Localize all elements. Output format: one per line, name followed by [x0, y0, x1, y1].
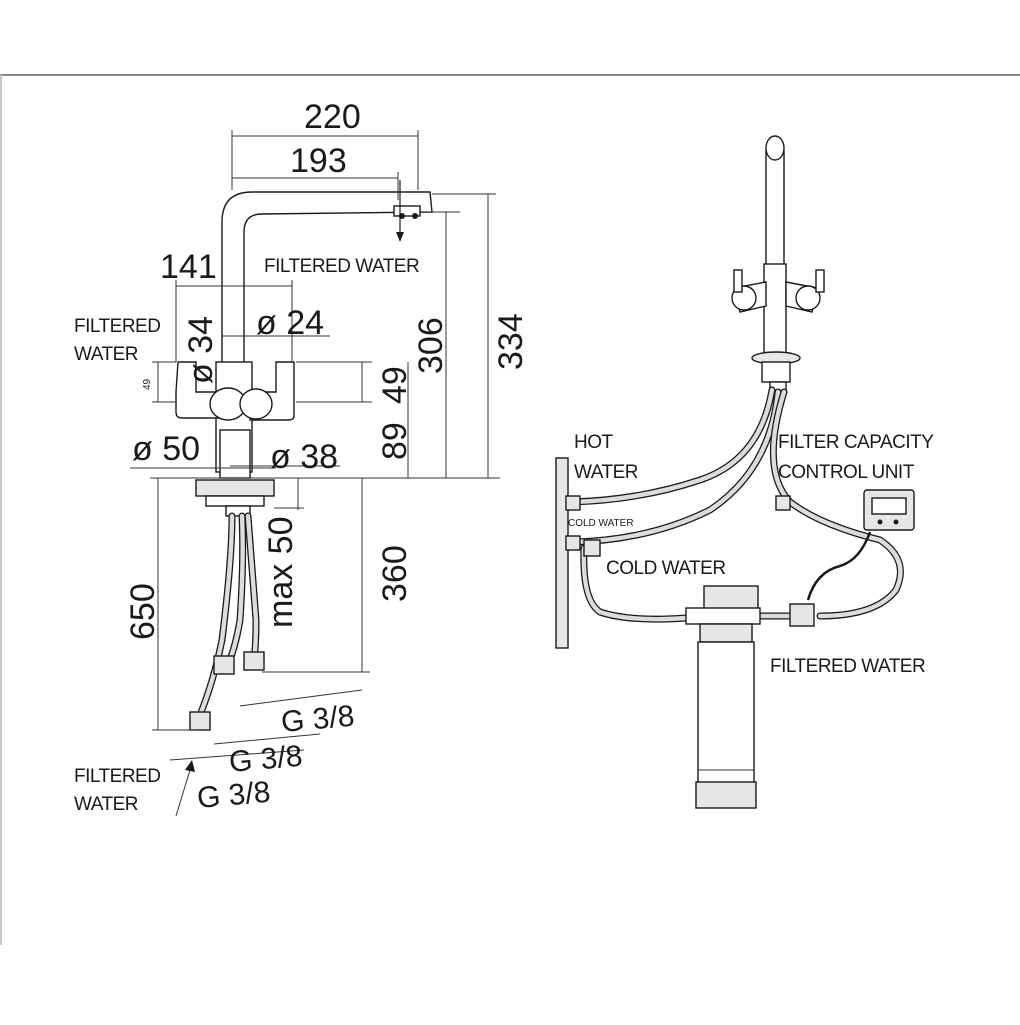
dim-diameter-50: ø 50 [132, 430, 200, 468]
connection-g38-2: G 3/8 [228, 740, 304, 779]
water-filter [685, 585, 761, 809]
hose-fittings [189, 651, 265, 731]
label-hot-water-2: WATER [574, 462, 638, 483]
dim-650: 650 [124, 583, 162, 640]
installation-schematic: HOT WATER COLD WATER COLD WATER FILTER C… [555, 135, 935, 809]
label-filter-capacity-2: CONTROL UNIT [778, 462, 915, 483]
control-unit [863, 489, 915, 531]
label-filtered-bottom-2: WATER [74, 794, 138, 815]
tap-elevation: 220 193 141 ø 24 ø 34 306 334 49 49 89 ø… [74, 98, 530, 817]
dim-141: 141 [160, 248, 217, 286]
schematic-tap [731, 135, 825, 395]
dim-193: 193 [290, 142, 347, 180]
connection-g38-1: G 3/8 [280, 700, 356, 739]
connection-g38-3: G 3/8 [196, 776, 272, 815]
page-border [0, 74, 1020, 945]
dim-diameter-34: ø 34 [182, 316, 220, 384]
label-filtered-side-1: FILTERED [74, 316, 160, 337]
label-filter-capacity-1: FILTER CAPACITY [778, 432, 934, 453]
spout-tip [393, 205, 421, 217]
label-filtered-water-spout: FILTERED WATER [264, 256, 419, 277]
schematic-hoses [568, 386, 904, 623]
dim-diameter-38: ø 38 [270, 438, 338, 476]
dim-360: 360 [376, 545, 414, 602]
dim-89: 89 [376, 422, 414, 460]
base-plate [195, 479, 275, 497]
dim-334: 334 [492, 313, 530, 370]
tap-hoses [196, 512, 260, 719]
label-filtered-water-right: FILTERED WATER [770, 656, 925, 677]
label-hot-water-1: HOT [574, 432, 614, 453]
dim-306: 306 [412, 317, 450, 374]
schematic-valves [565, 495, 815, 627]
dim-diameter-24: ø 24 [256, 304, 324, 342]
dim-220: 220 [304, 98, 361, 136]
dim-max-50: max 50 [262, 517, 300, 629]
dim-49: 49 [376, 366, 414, 404]
label-filtered-bottom-1: FILTERED [74, 766, 160, 787]
wall [555, 457, 569, 649]
dimension-lines [130, 130, 500, 817]
label-filtered-side-2: WATER [74, 344, 138, 365]
label-cold-water: COLD WATER [606, 558, 726, 579]
dim-49-small: 49 [142, 378, 153, 390]
label-cold-water-small: COLD WATER [568, 518, 634, 529]
